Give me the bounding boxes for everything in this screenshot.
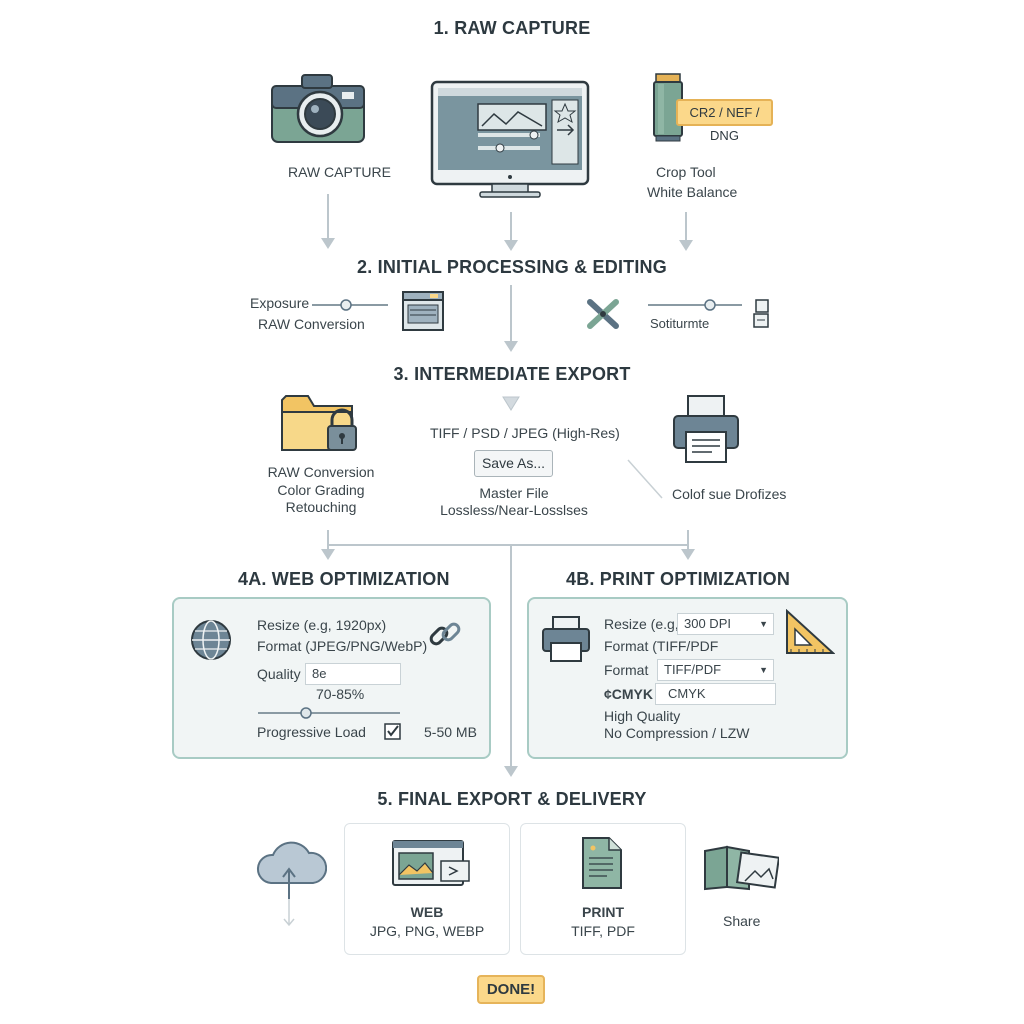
print-delivery-card[interactable]: PRINT TIFF, PDF — [520, 823, 686, 955]
funnel-arrow-icon — [502, 396, 520, 411]
raw-format-tag: CR2 / NEF / DNG — [676, 99, 773, 143]
slider-icon — [312, 299, 388, 311]
arrow-head — [679, 240, 693, 251]
chevron-down-icon: ▼ — [759, 619, 768, 629]
cloud-upload-icon — [256, 841, 327, 927]
arrow-shaft — [327, 194, 329, 238]
print-optimization-panel: Resize (e.g, 300 DPI ▼ Format (TIFF/PDF … — [527, 597, 848, 759]
arrow-head — [681, 549, 695, 560]
arrow-shaft — [685, 212, 687, 240]
color-profiles-label: Colof sue Drofizes — [672, 486, 787, 502]
save-as-button[interactable]: Save As... — [474, 450, 553, 477]
branch-line — [327, 544, 689, 546]
step1-title: 1. RAW CAPTURE — [433, 18, 591, 38]
printer-icon — [542, 616, 590, 662]
web-format-label: Format (JPEG/PNG/WebP) — [257, 638, 428, 654]
step5-title: 5. FINAL EXPORT & DELIVERY — [377, 789, 647, 809]
sotiturmte-label: Sotiturmte — [650, 316, 710, 331]
locked-folder-icon — [281, 395, 357, 451]
done-badge: DONE! — [477, 975, 545, 1004]
arrow-head — [321, 238, 335, 249]
web-optimization-title: 4A. WEB OPTIMIZATION — [238, 569, 450, 589]
document-icon — [582, 837, 622, 889]
cmyk-input[interactable]: CMYK — [655, 683, 776, 705]
document-icon — [753, 299, 769, 328]
format-select-label: Format — [604, 662, 649, 678]
high-quality-label: High Quality — [604, 708, 681, 724]
step3-title: 3. INTERMEDIATE EXPORT — [393, 364, 631, 384]
window-icon — [402, 291, 444, 331]
checkbox-icon[interactable] — [384, 723, 402, 741]
branch-line — [327, 530, 329, 554]
format-select[interactable]: TIFF/PDF ▼ — [657, 659, 774, 681]
tools-icon — [587, 299, 619, 329]
step2-title: 2. INITIAL PROCESSING & EDITING — [357, 257, 667, 277]
dpi-value: 300 DPI — [684, 616, 731, 631]
chevron-down-icon: ▼ — [759, 665, 768, 675]
arrow-head — [321, 549, 335, 560]
quality-label: Quality — [257, 666, 301, 682]
white-balance-label: White Balance — [647, 184, 738, 200]
quality-slider[interactable] — [258, 705, 402, 721]
raw-conversion-label: RAW Conversion — [258, 316, 365, 332]
lossless-label: Lossless/Near-Losslses — [440, 502, 588, 518]
size-range-label: 5-50 MB — [424, 724, 477, 740]
print-optimization-title: 4B. PRINT OPTIMIZATION — [566, 569, 791, 589]
cmyk-label: ¢CMYK — [604, 686, 654, 702]
globe-icon — [191, 620, 231, 660]
print-delivery-title: PRINT — [582, 904, 624, 920]
exposure-label: Exposure — [250, 295, 310, 311]
print-format-label: Format (TIFF/PDF — [604, 638, 719, 654]
center-line — [510, 544, 512, 766]
raw-conversion-line: RAW Conversion — [267, 464, 375, 480]
printer-icon — [673, 395, 739, 463]
connector-line — [627, 459, 663, 499]
branch-line — [687, 530, 689, 554]
film-roll-icon — [653, 73, 683, 142]
camera-icon — [271, 74, 365, 143]
format-value: TIFF/PDF — [664, 662, 722, 677]
quality-input[interactable]: 8e — [305, 663, 401, 685]
browser-image-icon — [392, 840, 470, 886]
arrow-head — [504, 766, 518, 777]
arrow-shaft — [510, 212, 512, 240]
camera-label: RAW CAPTURE — [288, 164, 391, 180]
arrow-shaft — [510, 285, 512, 341]
quality-range-label: 70-85% — [316, 686, 365, 702]
compression-label: No Compression / LZW — [604, 725, 750, 741]
web-delivery-title: WEB — [410, 904, 444, 920]
web-delivery-formats: JPG, PNG, WEBP — [369, 923, 485, 939]
web-delivery-card[interactable]: WEB JPG, PNG, WEBP — [344, 823, 510, 955]
monitor-editor-icon — [430, 80, 590, 198]
progressive-load-label: Progressive Load — [257, 724, 366, 740]
crop-tool-label: Crop Tool — [656, 164, 716, 180]
link-icon — [429, 622, 461, 646]
web-resize-label: Resize (e.g, 1920px) — [257, 617, 387, 633]
dpi-select[interactable]: 300 DPI ▼ — [677, 613, 774, 635]
intermediate-formats: TIFF / PSD / JPEG (High-Res) — [430, 425, 620, 441]
slider-icon — [648, 299, 742, 311]
print-delivery-formats: TIFF, PDF — [571, 923, 635, 939]
triangle-ruler-icon — [786, 609, 835, 654]
color-grading-line: Color Grading — [277, 482, 365, 498]
master-file-label: Master File — [479, 485, 549, 501]
arrow-head — [504, 341, 518, 352]
share-label: Share — [723, 913, 761, 929]
arrow-head — [504, 240, 518, 251]
retouching-line: Retouching — [285, 499, 357, 515]
photo-share-icon — [704, 845, 779, 891]
print-resize-label: Resize (e.g, — [604, 616, 679, 632]
web-optimization-panel: Resize (e.g, 1920px) Format (JPEG/PNG/We… — [172, 597, 491, 759]
